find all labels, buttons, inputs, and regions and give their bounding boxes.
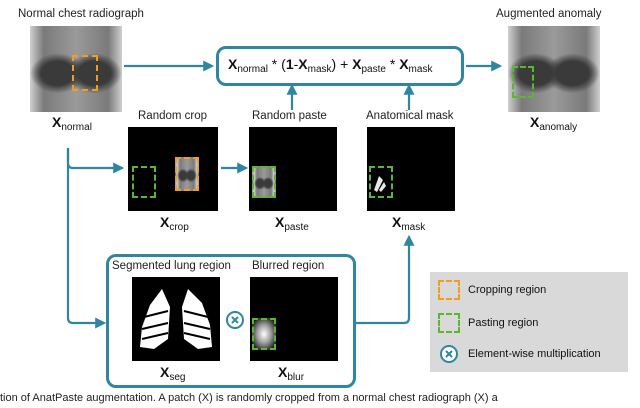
cropping-swatch: [438, 280, 460, 300]
legend-pasting-label: Pasting region: [468, 317, 539, 329]
x-mask-label: Xmask: [392, 214, 426, 233]
formula-box: [216, 46, 464, 86]
legend-pasting: Pasting region: [438, 313, 538, 333]
legend-multiply-label: Element-wise multiplication: [468, 348, 601, 360]
x-crop-label: Xcrop: [160, 214, 189, 233]
arrow-normal-to-crop: [66, 148, 125, 174]
blur-blob: [252, 318, 276, 350]
normal-title: Normal chest radiograph: [18, 8, 144, 20]
crop-paste-target: [132, 166, 156, 198]
mask-lung-shape: [374, 176, 386, 192]
normal-crop-region: [72, 55, 98, 91]
blurred-region-title: Blurred region: [252, 260, 325, 272]
x-paste-label: Xpaste: [275, 214, 309, 233]
mask-paste-region: [369, 166, 393, 198]
augmented-paste-region: [512, 66, 534, 98]
pasting-swatch: [438, 313, 460, 333]
x-anomaly-label: Xanomaly: [530, 114, 578, 133]
segmented-lung-title: Segmented lung region: [112, 260, 231, 272]
anatomical-mask-title: Anatomical mask: [366, 110, 454, 122]
formula-text: Xnormal * (1-Xmask) + Xpaste * Xmask: [228, 56, 433, 75]
x-blur-label: Xblur: [278, 364, 305, 383]
crop-patch: [175, 157, 199, 191]
legend-cropping: Cropping region: [438, 280, 546, 300]
blur-paste-region: [252, 318, 276, 350]
arrow-normal-to-seg: [66, 148, 107, 329]
legend-multiply: Element-wise multiplication: [438, 344, 601, 364]
x-normal-label: Xnormal: [52, 114, 92, 133]
lung-silhouette: [140, 289, 212, 349]
x-seg-label: Xseg: [160, 364, 186, 383]
pasted-patch: [252, 166, 276, 198]
legend-multiply-icon: [440, 345, 458, 363]
arrow-seg-to-mask: [356, 234, 415, 325]
legend: [430, 272, 628, 372]
augmented-title: Augmented anomaly: [496, 8, 602, 20]
random-crop-title: Random crop: [138, 110, 208, 122]
legend-cropping-label: Cropping region: [468, 284, 547, 296]
figure-caption: tion of AnatPaste augmentation. A patch …: [0, 392, 498, 404]
normal-radiograph-image: [30, 26, 122, 112]
segmentation-group: [106, 254, 356, 388]
random-paste-title: Random paste: [252, 110, 327, 122]
multiply-icon: [226, 311, 244, 329]
